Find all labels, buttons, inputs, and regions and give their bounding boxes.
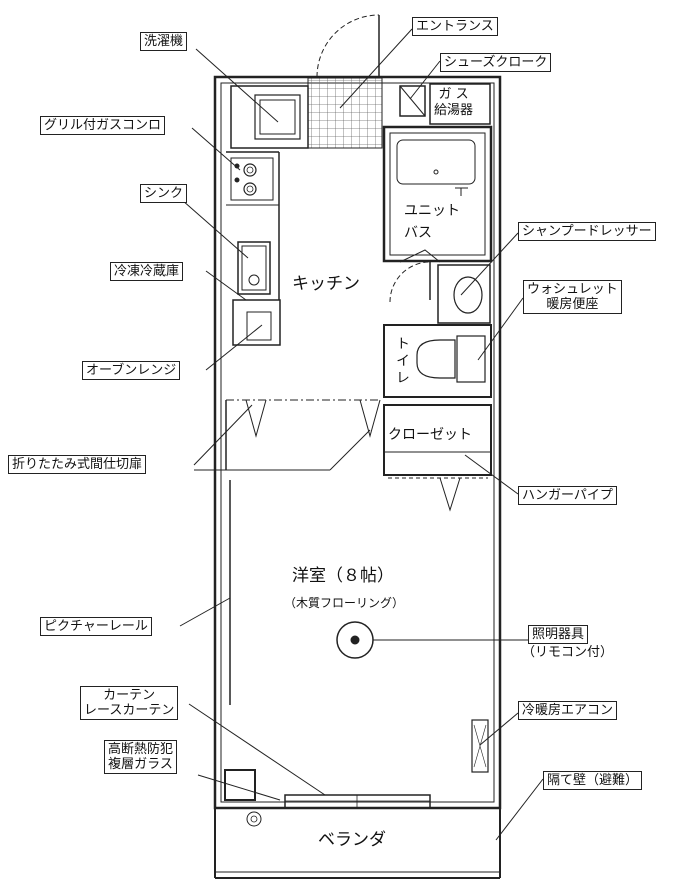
callout-glass-line1: 高断熱防犯: [108, 742, 174, 757]
callout-partition-wall: 隔て壁（避難）: [543, 771, 643, 790]
partition-line: [225, 399, 381, 470]
veranda: [214, 808, 501, 879]
corner-unit: [224, 769, 256, 801]
callout-picture-rail: ピクチャーレール: [40, 617, 152, 636]
kitchen-counter: [226, 151, 280, 300]
gas-water-heater: [429, 83, 491, 125]
aircon: [471, 719, 489, 773]
label-gas-heater: ガ ス 給湯器: [434, 87, 473, 119]
window: [284, 794, 431, 809]
kitchen-sink: [237, 241, 271, 295]
washing-machine: [230, 85, 309, 149]
label-flooring: （木質フローリング）: [284, 596, 405, 610]
callout-aircon: 冷暖房エアコン: [518, 701, 618, 720]
callout-lighting: 照明器具: [528, 625, 589, 644]
ceiling-light: [336, 621, 374, 659]
callout-fridge: 冷凍冷蔵庫: [110, 262, 184, 281]
unit-bath: [382, 125, 493, 263]
closet: [383, 404, 492, 512]
entrance-floor: [307, 77, 383, 149]
callout-lighting-note: （リモコン付）: [522, 645, 614, 660]
entrance-door: [316, 14, 380, 78]
gas-stove: [230, 157, 274, 201]
callout-glass-line2: 複層ガラス: [108, 757, 173, 772]
label-unit-bath-line2: バス: [404, 225, 432, 241]
vanity-area: [389, 261, 491, 324]
label-gas-heater-line2: 給湯器: [434, 103, 474, 118]
callout-sink: シンク: [140, 184, 188, 203]
callout-washer: 洗濯機: [140, 32, 188, 51]
label-unit-bath-line1: ユニット: [404, 203, 460, 219]
callout-warm-seat: 暖房便座: [546, 297, 599, 312]
callout-oven-range: オーブンレンジ: [82, 361, 181, 380]
callout-curtain-line1: カーテン: [103, 688, 156, 703]
leader-lines: [173, 28, 544, 841]
label-veranda: ベランダ: [318, 830, 386, 850]
callout-shampoo-dresser: シャンプードレッサー: [518, 222, 656, 241]
callout-washlet-line1: ウォシュレット: [527, 282, 618, 297]
callout-entrance: エントランス: [412, 17, 498, 36]
label-toilet: トイレ: [394, 336, 410, 387]
label-closet: クローゼット: [388, 427, 472, 443]
fridge-range: [232, 299, 281, 346]
callout-washlet: ウォシュレット 暖房便座: [523, 280, 622, 314]
label-gas-heater-line1: ガ ス: [438, 87, 469, 102]
label-western-room: 洋室（８帖）: [292, 566, 394, 586]
label-kitchen: キッチン: [292, 274, 360, 294]
callout-glass: 高断熱防犯 複層ガラス: [104, 740, 178, 774]
callout-hanger-pipe: ハンガーパイプ: [518, 486, 617, 505]
callout-lace-curtain: レースカーテン: [84, 703, 175, 718]
callout-curtain: カーテン レースカーテン: [80, 686, 179, 720]
callout-grill-stove: グリル付ガスコンロ: [40, 116, 166, 135]
shoe-cloak: [399, 85, 426, 117]
toilet-room: [383, 324, 492, 398]
callout-shoe-cloak: シューズクローク: [440, 53, 552, 72]
callout-folding-partition: 折りたたみ式間仕切扉: [8, 455, 147, 474]
